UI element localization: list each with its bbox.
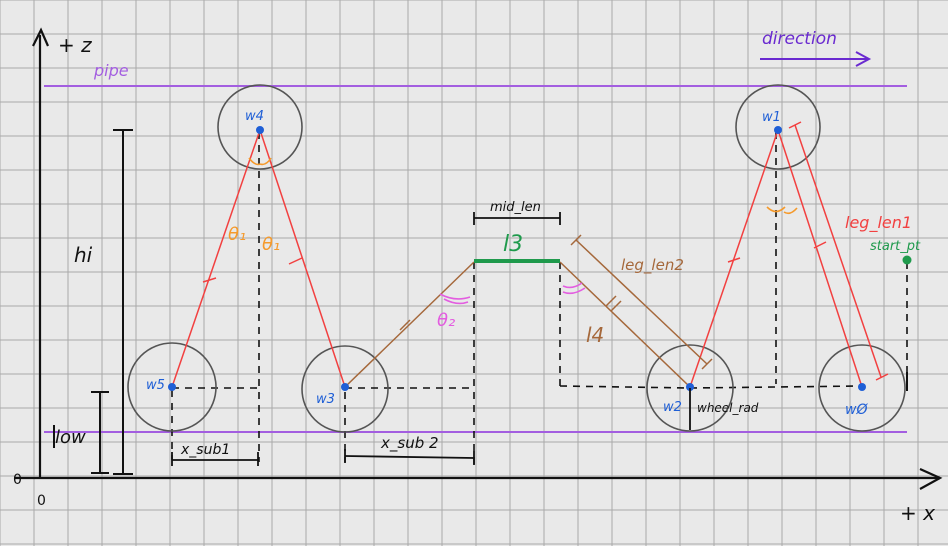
wheel-w2-label: w2 bbox=[663, 400, 682, 415]
wheel-w1-label: w1 bbox=[762, 110, 781, 125]
mid-len-label: mid_len bbox=[490, 200, 541, 215]
wheel-w3-circle bbox=[301, 345, 389, 433]
pipe-label: pipe bbox=[93, 61, 129, 80]
leg-len1-label: leg_len1 bbox=[845, 213, 912, 233]
wheel-w3-center bbox=[341, 383, 349, 391]
theta1-left-label: θ₁ bbox=[228, 224, 246, 245]
wheel-w4-center bbox=[256, 126, 264, 134]
direction-label: direction bbox=[762, 29, 837, 49]
wheel-w4-label: w4 bbox=[245, 109, 264, 124]
wheel-centers bbox=[168, 126, 866, 391]
wheel-w1-circle bbox=[735, 84, 821, 170]
wheel-rad-label: wheel_rad bbox=[697, 401, 759, 415]
wheel-w1-center bbox=[774, 126, 782, 134]
low-label: low bbox=[55, 427, 86, 448]
x-sub2-label: x_sub 2 bbox=[380, 434, 439, 453]
origin-bottom-label: 0 bbox=[37, 493, 46, 509]
wheel-circles bbox=[127, 84, 906, 433]
theta1-right-label: θ₁ bbox=[262, 234, 280, 255]
direction-arrow bbox=[760, 51, 872, 67]
red-legs bbox=[171, 121, 889, 388]
wheel-w0-center bbox=[858, 383, 866, 391]
x-sub1-label: x_sub1 bbox=[180, 442, 230, 458]
wheel-w3-label: w3 bbox=[316, 392, 335, 407]
x-sub2-dimension bbox=[344, 449, 475, 465]
hi-label: hi bbox=[74, 243, 93, 267]
z-axis-label: + z bbox=[58, 33, 92, 57]
z-axis bbox=[32, 27, 50, 478]
start-point-dot bbox=[902, 255, 912, 265]
start-pt-label: start_pt bbox=[870, 239, 921, 254]
wheel-w5-label: w5 bbox=[146, 378, 165, 393]
theta2-label: θ₂ bbox=[437, 310, 455, 331]
x-axis-label: + x bbox=[900, 501, 935, 525]
low-dimension bbox=[91, 391, 109, 474]
mid-len-dimension bbox=[473, 212, 561, 225]
theta2-arcs bbox=[439, 282, 586, 305]
x-axis bbox=[14, 467, 943, 490]
l3-label: l3 bbox=[503, 232, 523, 257]
wheel-w2-circle bbox=[646, 344, 734, 432]
l4-label: l4 bbox=[586, 323, 604, 347]
x-sub1-dimension bbox=[171, 452, 259, 466]
hi-dimension bbox=[113, 129, 133, 475]
wheel-w5-center bbox=[168, 383, 176, 391]
wheel-w4-circle bbox=[217, 84, 303, 170]
theta1-arcs bbox=[248, 157, 798, 215]
origin-left-label: 0 bbox=[13, 472, 22, 488]
wheel-w5-circle bbox=[127, 342, 217, 432]
wheel-w0-label: wØ bbox=[845, 402, 868, 418]
leg-len2-label: leg_len2 bbox=[621, 256, 684, 275]
wheel-w2-center bbox=[686, 383, 694, 391]
wheel-w0-circle bbox=[818, 344, 906, 432]
